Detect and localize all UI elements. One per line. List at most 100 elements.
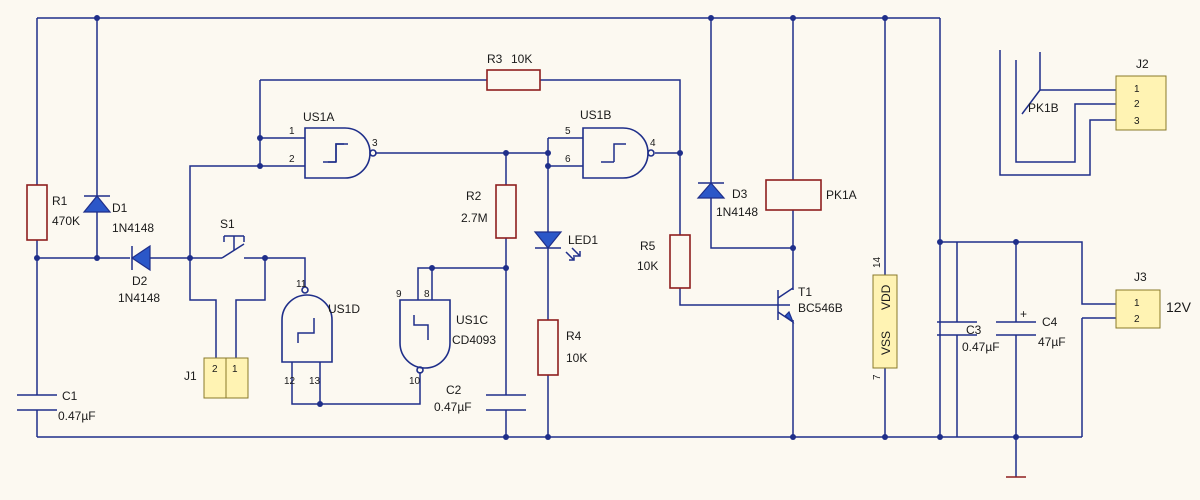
us1a-ref: US1A [303, 110, 334, 124]
r3-wire [260, 79, 681, 153]
us1b-out-wire [655, 152, 790, 306]
gate-us1b: US1B 5 6 4 [565, 108, 656, 179]
gate-bottom-wire [291, 372, 421, 405]
gate-us1a: US1A 1 2 3 [289, 110, 378, 179]
junction-dot [262, 255, 268, 261]
c3-value: 0.47µF [962, 340, 1000, 354]
junction-dot [545, 150, 551, 156]
j3-voltage-label: 12V [1166, 299, 1192, 315]
vss-label: VSS [879, 331, 893, 355]
junctions [34, 15, 1019, 440]
r3-value: 10K [511, 52, 532, 66]
r1-ref: R1 [52, 194, 68, 208]
junction-dot [257, 135, 263, 141]
us1a-pin1: 1 [289, 126, 295, 137]
j1-pin-1: 1 [232, 364, 238, 375]
us1a-out-wire [375, 137, 583, 167]
d1-ref: D1 [112, 201, 128, 215]
r5-value: 10K [637, 259, 658, 273]
junction-dot [503, 434, 509, 440]
j2-ref: J2 [1136, 57, 1149, 71]
c2-ref: C2 [446, 383, 462, 397]
vdd-label: VDD [879, 284, 893, 310]
transistor-t1: T1 BC546B [777, 285, 843, 324]
junction-dot [545, 163, 551, 169]
t1-ref: T1 [798, 285, 812, 299]
junction-dot [317, 401, 323, 407]
resistor-r3: R3 10K [486, 52, 541, 91]
resistor-r5: R5 10K [637, 234, 691, 289]
pk1a-ref: PK1A [826, 188, 857, 202]
resistor-r4: R4 10K [537, 319, 587, 376]
capacitor-c4: + C4 47µF [996, 307, 1066, 349]
us1c-pin8: 8 [424, 289, 430, 300]
j3-pin-1: 1 [1134, 298, 1140, 309]
c4-value: 47µF [1038, 335, 1066, 349]
j1-ref: J1 [184, 369, 197, 383]
junction-dot [937, 239, 943, 245]
junction-dot [790, 15, 796, 21]
junction-dot [503, 265, 509, 271]
d3-value: 1N4148 [716, 205, 758, 219]
r5-ref: R5 [640, 239, 656, 253]
diode-d1: D1 1N4148 [82, 195, 154, 235]
r4-value: 10K [566, 351, 587, 365]
switch-wire [190, 257, 306, 287]
r3-left-wire [259, 80, 305, 139]
diode-d2: D2 1N4148 [118, 244, 160, 305]
c4-polarity: + [1020, 307, 1027, 321]
c3-ref: C3 [966, 323, 982, 337]
junction-dot [1013, 239, 1019, 245]
c1-ref: C1 [62, 389, 78, 403]
junction-dot [187, 255, 193, 261]
d1-value: 1N4148 [112, 221, 154, 235]
d3-wire [710, 18, 793, 249]
us1c-pin10: 10 [409, 376, 421, 387]
junction-dot [1013, 434, 1019, 440]
d3-ref: D3 [732, 187, 748, 201]
power-supply-box: VDD VSS 14 7 [872, 256, 898, 380]
c2-value: 0.47µF [434, 400, 472, 414]
switch-s1: S1 [220, 217, 245, 259]
junction-dot [34, 255, 40, 261]
switch-drop [189, 165, 305, 258]
cap-bank-wire [940, 241, 1116, 437]
us1b-ref: US1B [580, 108, 611, 122]
junction-dot [94, 255, 100, 261]
junction-dot [790, 434, 796, 440]
gate-us1c: US1C CD4093 9 8 10 [396, 289, 496, 387]
wires [36, 17, 1116, 477]
us1a-pin3: 3 [372, 138, 378, 149]
r3-ref: R3 [487, 52, 503, 66]
d2-value: 1N4148 [118, 291, 160, 305]
r2-value: 2.7M [461, 211, 488, 225]
r1-value: 470K [52, 214, 80, 228]
c4-ref: C4 [1042, 315, 1058, 329]
us1c-ref: US1C [456, 313, 488, 327]
led1: LED1 [533, 231, 598, 261]
j2-pin-2: 2 [1134, 99, 1140, 110]
j3-ref: J3 [1134, 270, 1147, 284]
j2-pin-1: 1 [1134, 84, 1140, 95]
capacitor-c3: C3 0.47µF [937, 321, 1000, 354]
led1-ref: LED1 [568, 233, 598, 247]
junction-dot [708, 15, 714, 21]
resistor-r1: R1 470K [26, 184, 80, 241]
vdd-pin: 14 [872, 256, 883, 268]
j1-pin-2: 2 [212, 364, 218, 375]
r4-ref: R4 [566, 329, 582, 343]
diode-d3: D3 1N4148 [696, 182, 758, 219]
t1-value: BC546B [798, 301, 843, 315]
junction-dot [429, 265, 435, 271]
j1-wire [189, 258, 266, 358]
capacitor-c2: C2 0.47µF [434, 383, 526, 414]
j3-pin-2: 2 [1134, 314, 1140, 325]
connector-j1: 2 1 J1 [184, 357, 249, 399]
j2-pin-3: 3 [1134, 116, 1140, 127]
us1b-pin5: 5 [565, 126, 571, 137]
us1c-pin9: 9 [396, 289, 402, 300]
us1d-pin12: 12 [284, 376, 296, 387]
resistor-r2: R2 2.7M [461, 184, 517, 239]
junction-dot [790, 245, 796, 251]
